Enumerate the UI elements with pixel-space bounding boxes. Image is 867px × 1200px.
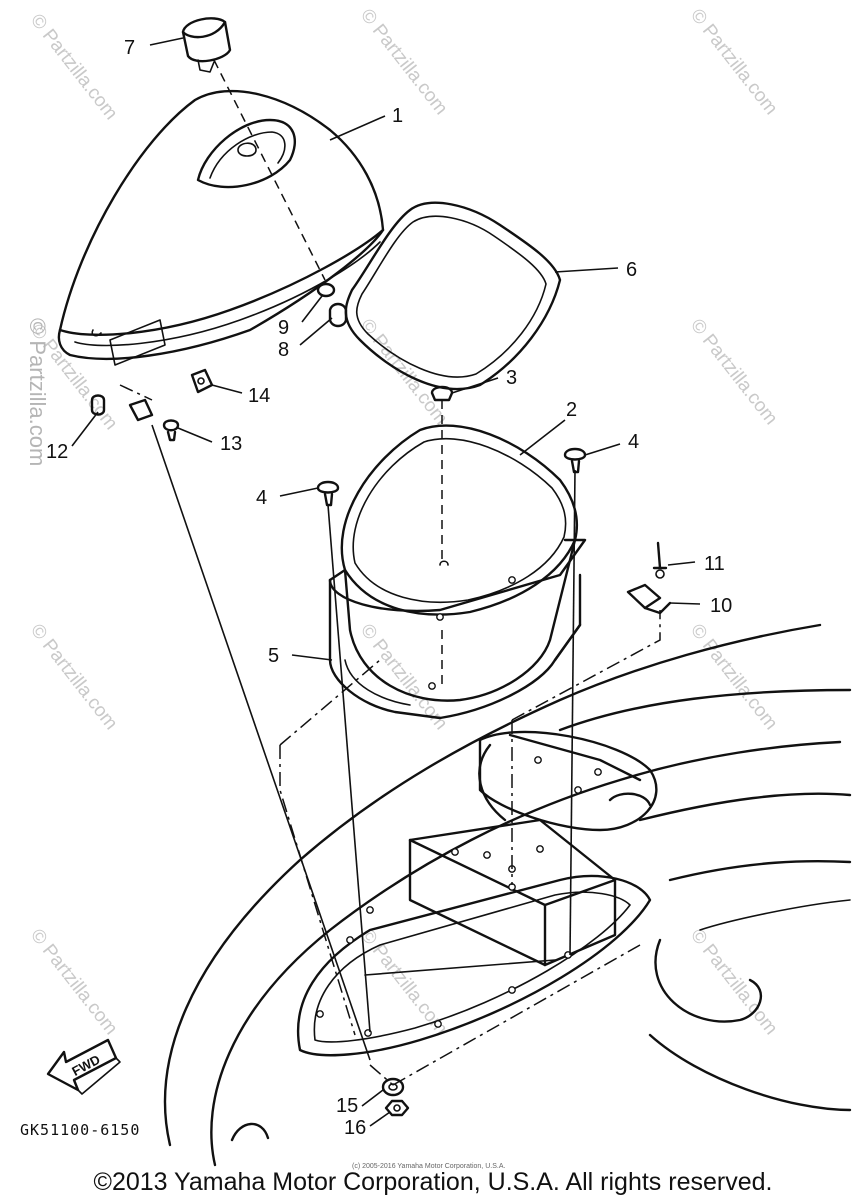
callout-16: 16 [344, 1117, 366, 1139]
callout-11: 11 [704, 553, 725, 575]
callout-5: 5 [268, 645, 279, 667]
callout-leaders [71, 37, 701, 1127]
watermark-7: © Partzilla.com [26, 620, 121, 734]
callout-4-right: 4 [628, 431, 639, 453]
callout-1: 1 [392, 105, 403, 127]
watermark-3: © Partzilla.com [686, 5, 781, 119]
watermark-10: © Partzilla.com [26, 925, 121, 1039]
watermark-vertical: © Partzilla.com [25, 318, 50, 466]
callout-9: 9 [278, 317, 289, 339]
part-1-hatch-cover [57, 89, 385, 366]
part-7-cap [181, 17, 232, 73]
small-hardware [90, 282, 672, 1117]
callout-2: 2 [566, 399, 577, 421]
hull-body [163, 623, 852, 1167]
assembly-lines [119, 59, 661, 1086]
watermark-2: © Partzilla.com [356, 5, 451, 119]
callout-8: 8 [278, 339, 289, 361]
callout-6: 6 [626, 259, 637, 281]
part-2-storage-bucket [340, 424, 579, 702]
callout-4-left: 4 [256, 487, 267, 509]
part-5-bucket-frame [328, 538, 587, 720]
callout-14: 14 [248, 385, 270, 407]
watermark-1: © Partzilla.com [26, 10, 121, 124]
callout-10: 10 [710, 595, 732, 617]
callout-13: 13 [220, 433, 242, 455]
watermark-6: © Partzilla.com [686, 315, 781, 429]
diagram-code: GK51100-6150 [20, 1121, 140, 1139]
watermark-9: © Partzilla.com [686, 620, 781, 734]
small-notice: (c) 2005-2016 Yamaha Motor Corporation, … [352, 1163, 505, 1170]
callout-7: 7 [124, 37, 135, 59]
callout-15: 15 [336, 1095, 358, 1117]
callout-12: 12 [46, 441, 68, 463]
fwd-arrow: FWD [46, 1038, 121, 1095]
callout-3: 3 [506, 367, 517, 389]
copyright-notice: ©2013 Yamaha Motor Corporation, U.S.A. A… [94, 1168, 773, 1196]
callout-labels: 7 1 6 9 8 3 14 2 13 12 4 4 11 10 5 15 16 [46, 37, 732, 1139]
part-6-seal [344, 201, 562, 391]
